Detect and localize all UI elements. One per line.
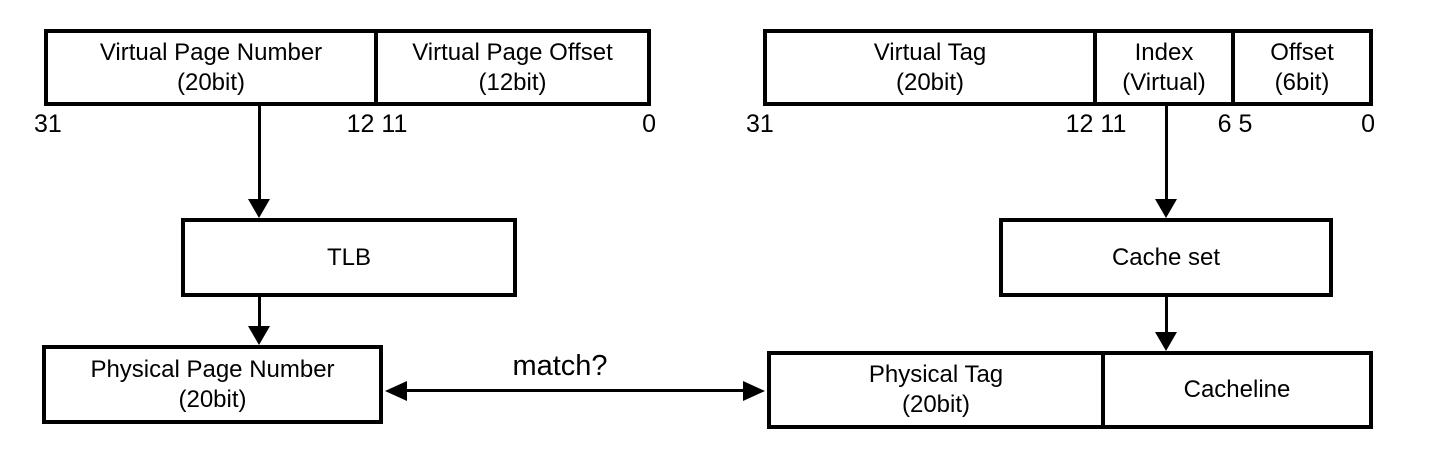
vpo-label: Virtual Page Offset — [412, 38, 613, 66]
index-bits: (Virtual) — [1122, 68, 1206, 96]
down-arrowhead-icon — [1155, 332, 1177, 351]
arrow-shaft — [258, 297, 261, 328]
physical-tag-cacheline-box: Physical Tag (20bit) Cacheline — [767, 351, 1373, 429]
arrow-shaft — [1165, 297, 1168, 334]
bit-label-12-11-right: 12 11 — [1065, 110, 1127, 138]
vpn-label: Virtual Page Number — [99, 38, 323, 66]
bit-label-31-left: 31 — [34, 110, 62, 138]
cache-set-box: Cache set — [999, 218, 1333, 297]
index-label: Index — [1134, 38, 1194, 66]
down-arrowhead-icon — [248, 199, 270, 218]
left-arrowhead-icon — [385, 381, 407, 401]
bit-label-12-11-left: 12 11 — [346, 110, 408, 138]
ppn-bits: (20bit) — [178, 385, 247, 413]
bit-label-31-right: 31 — [746, 110, 774, 138]
bit-label-6-5-right: 6 5 — [1217, 110, 1253, 138]
physical-tag-label: Physical Tag — [868, 361, 1004, 388]
down-arrowhead-icon — [1155, 199, 1177, 218]
arrow-shaft — [258, 106, 261, 200]
cacheline-field: Cacheline — [1105, 355, 1369, 425]
match-label: match? — [512, 350, 608, 382]
cache-set-label: Cache set — [1111, 243, 1221, 271]
physical-tag-field: Physical Tag (20bit) — [771, 355, 1105, 425]
right-arrowhead-icon — [743, 381, 765, 401]
offset-bits: (6bit) — [1274, 68, 1330, 96]
vpn-field: Virtual Page Number (20bit) — [48, 33, 378, 102]
cache-address-box: Virtual Tag (20bit) Index (Virtual) Offs… — [763, 29, 1373, 106]
tlb-label: TLB — [326, 243, 371, 271]
index-field: Index (Virtual) — [1097, 33, 1235, 102]
virtual-tag-bits: (20bit) — [895, 68, 965, 96]
virtual-address-box: Virtual Page Number (20bit) Virtual Page… — [44, 29, 651, 106]
bit-label-0-left: 0 — [642, 110, 656, 138]
vpo-field: Virtual Page Offset (12bit) — [378, 33, 647, 102]
cacheline-label: Cacheline — [1183, 376, 1291, 403]
virtual-tag-label: Virtual Tag — [873, 38, 987, 66]
ppn-field: Physical Page Number (20bit) — [46, 349, 379, 420]
virtual-tag-field: Virtual Tag (20bit) — [767, 33, 1097, 102]
offset-label: Offset — [1270, 38, 1334, 66]
physical-tag-bits: (20bit) — [901, 391, 971, 418]
arrow-shaft — [1165, 106, 1168, 200]
down-arrowhead-icon — [248, 326, 270, 345]
offset-field: Offset (6bit) — [1235, 33, 1369, 102]
bit-label-0-right: 0 — [1361, 110, 1375, 138]
vpn-bits: (20bit) — [176, 68, 246, 96]
arrow-shaft — [404, 389, 746, 392]
ppn-label: Physical Page Number — [90, 355, 335, 383]
vpo-bits: (12bit) — [478, 68, 547, 96]
physical-page-number-box: Physical Page Number (20bit) — [42, 345, 383, 424]
tlb-box: TLB — [181, 218, 517, 297]
